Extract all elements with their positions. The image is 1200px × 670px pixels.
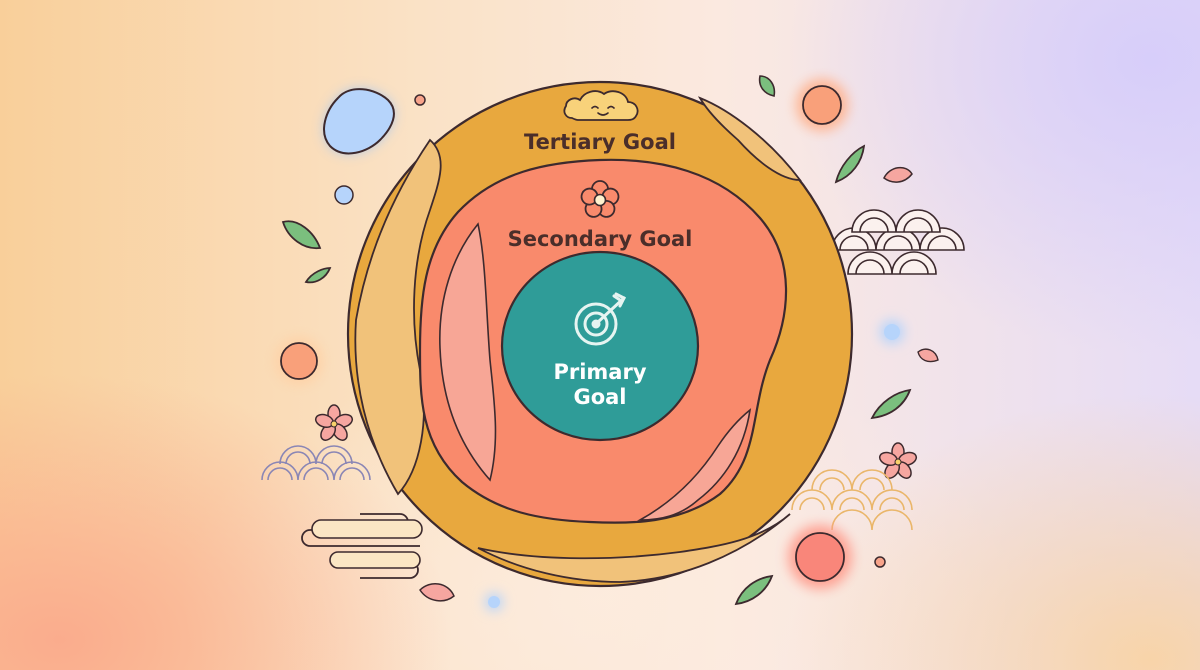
- cloud-face-icon: [563, 90, 639, 121]
- bubble-decoration: [488, 596, 500, 608]
- secondary-goal-label: Secondary Goal: [508, 227, 693, 251]
- primary-goal-label-line2: Goal: [573, 385, 626, 409]
- ring-ribbon-bottom: [477, 513, 791, 583]
- petal-icon: [883, 166, 913, 183]
- dot-decoration: [874, 556, 886, 568]
- ring-ribbon-left: [354, 138, 442, 496]
- leaf-icon: [870, 388, 912, 420]
- wave-pattern-decoration: [791, 469, 913, 531]
- leaf-icon: [734, 574, 774, 606]
- wave-pattern-decoration: [261, 445, 371, 481]
- secondary-ribbon-left: [439, 222, 497, 482]
- blue-blob-decoration: [323, 88, 395, 155]
- red-ball-decoration: [788, 525, 852, 589]
- bubble-decoration: [334, 185, 354, 205]
- leaf-icon: [834, 144, 866, 184]
- flower-icon: [580, 180, 620, 218]
- ring-ribbon-right: [697, 96, 802, 181]
- orange-ball-decoration: [796, 79, 848, 131]
- bubble-decoration: [884, 324, 900, 340]
- orange-ball-decoration: [275, 337, 323, 385]
- leaf-icon: [304, 267, 332, 284]
- primary-goal-label-line1: Primary: [553, 360, 646, 384]
- petal-icon: [419, 583, 455, 602]
- primary-goal-circle: [500, 250, 700, 442]
- leaf-icon: [758, 75, 776, 97]
- cloud-band-decoration: [329, 551, 421, 569]
- cloud-band-decoration: [311, 519, 423, 539]
- petal-icon: [917, 348, 939, 363]
- leaf-icon: [281, 220, 322, 250]
- dot-decoration: [414, 94, 426, 106]
- target-arrow-icon: [574, 292, 627, 346]
- secondary-ribbon-right: [636, 408, 752, 521]
- sakura-icon: [314, 404, 354, 441]
- tertiary-goal-label: Tertiary Goal: [524, 130, 676, 154]
- sakura-icon: [878, 442, 918, 479]
- wave-pattern-decoration: [831, 209, 965, 275]
